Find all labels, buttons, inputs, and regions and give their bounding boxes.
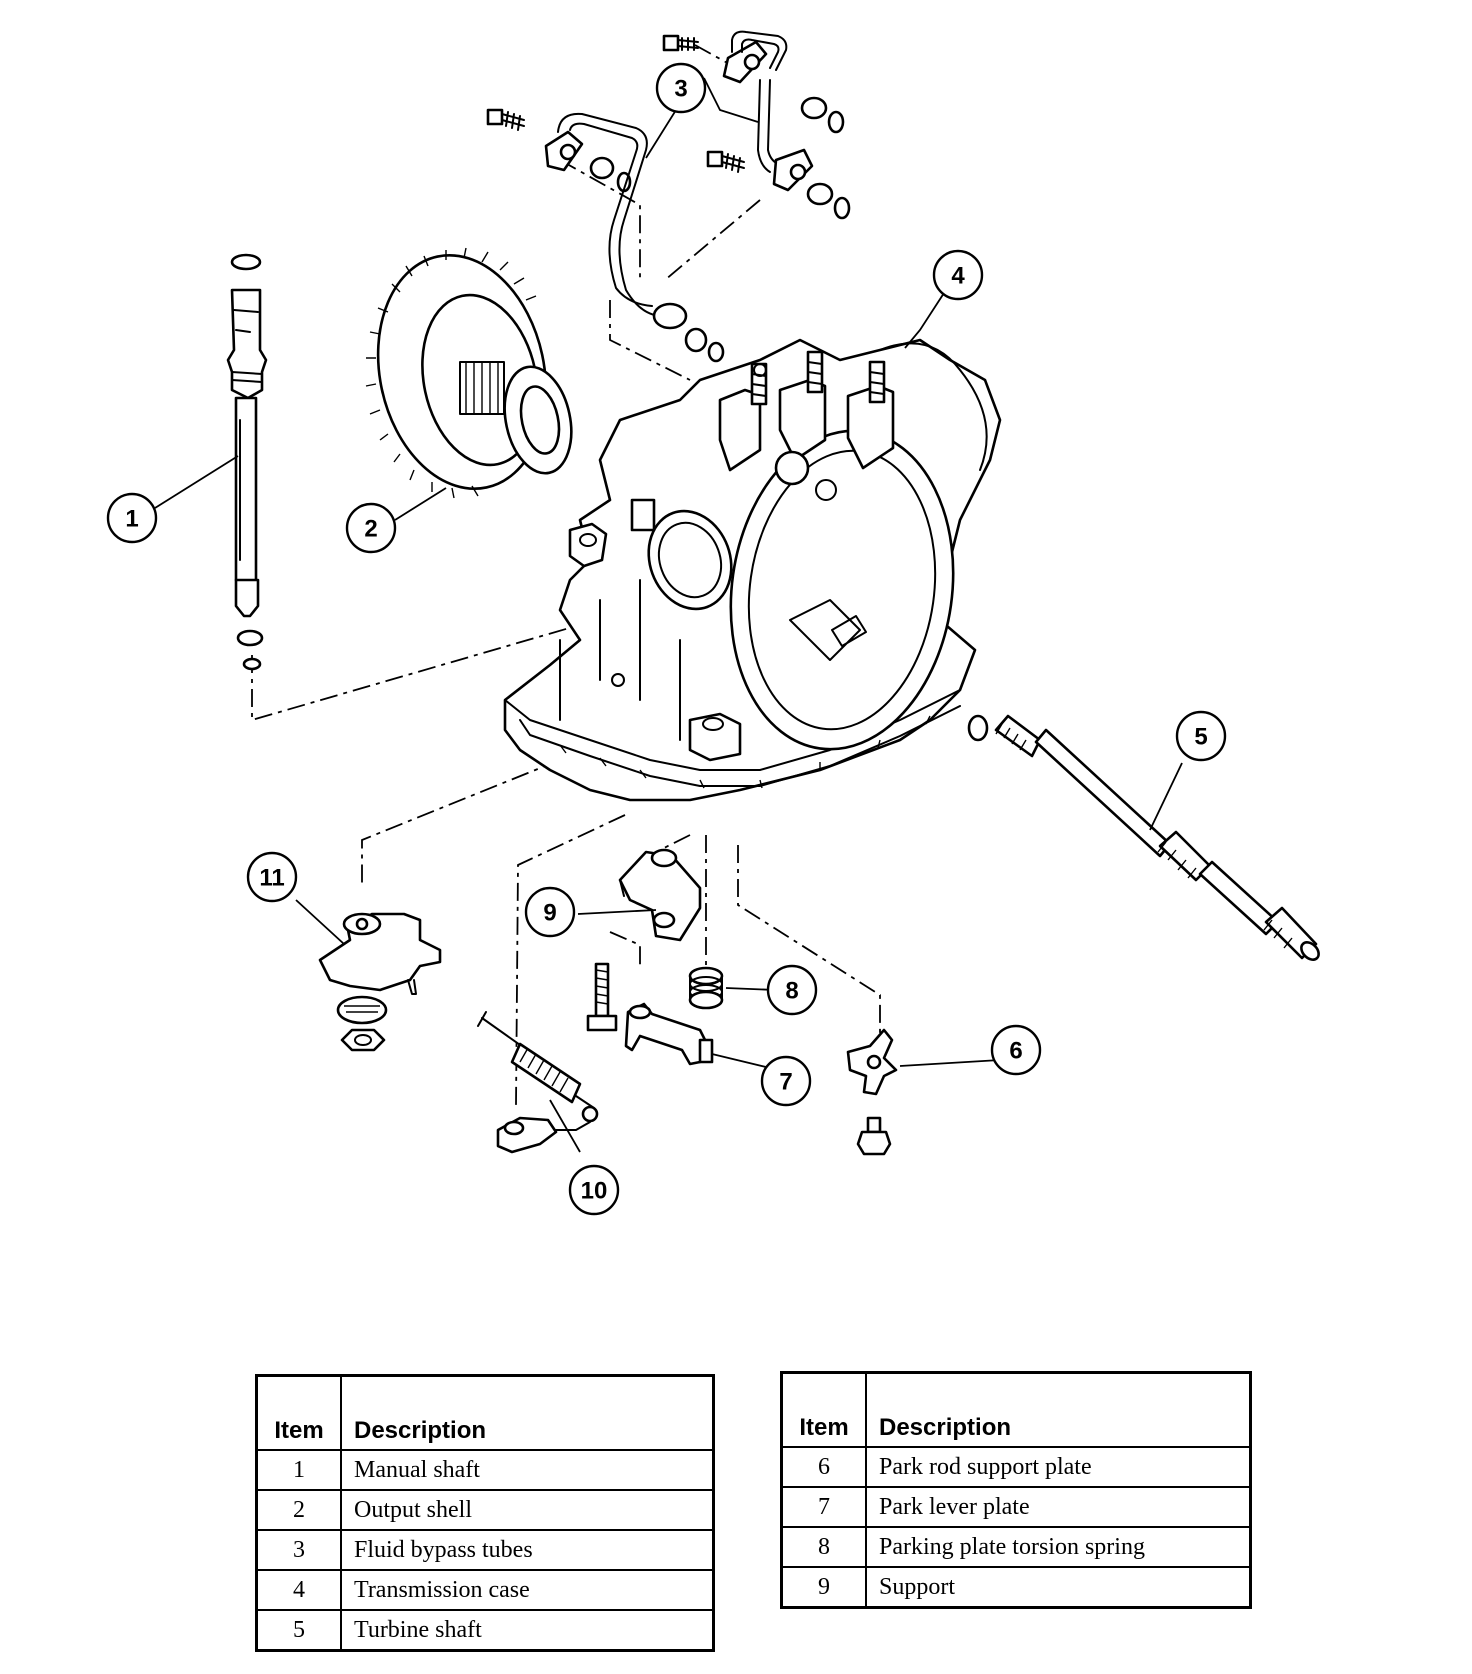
svg-text:6: 6 xyxy=(1009,1038,1022,1065)
table-row: 5 Turbine shaft xyxy=(255,1609,715,1652)
item-description: Park rod support plate xyxy=(865,1446,1252,1488)
transmission-case-part xyxy=(503,338,1002,802)
callout-7: 7 xyxy=(760,1055,812,1107)
table-row: 9 Support xyxy=(780,1566,1252,1609)
callout-6: 6 xyxy=(990,1024,1042,1076)
item-description: Parking plate torsion spring xyxy=(865,1526,1252,1568)
manual-shaft-part xyxy=(226,253,268,671)
callout-4: 4 xyxy=(932,249,984,301)
svg-text:10: 10 xyxy=(581,1178,608,1205)
assembly-lines xyxy=(251,44,881,1106)
leader-lines xyxy=(154,77,1183,1153)
item-column-header: Item xyxy=(255,1374,342,1451)
table-row: 7 Park lever plate xyxy=(780,1486,1252,1528)
callout-8: 8 xyxy=(766,964,818,1016)
callout-3: 3 xyxy=(655,62,707,114)
item-description: Output shell xyxy=(340,1489,715,1531)
item-column-header: Item xyxy=(780,1371,867,1448)
table-row: 6 Park rod support plate xyxy=(780,1446,1252,1488)
exploded-view-diagram: 1 2 3 4 5 6 7 8 xyxy=(106,30,1320,1216)
table-row: 2 Output shell xyxy=(255,1489,715,1531)
callout-10: 10 xyxy=(568,1164,620,1216)
torsion-spring-part xyxy=(688,966,724,1010)
legend-table-left: Item Description 1 Manual shaft 2 Output… xyxy=(255,1374,715,1652)
item-description: Manual shaft xyxy=(340,1449,715,1491)
item-description: Transmission case xyxy=(340,1569,715,1611)
callout-5: 5 xyxy=(1175,710,1227,762)
svg-text:1: 1 xyxy=(125,506,138,533)
svg-text:2: 2 xyxy=(364,516,377,543)
svg-text:3: 3 xyxy=(674,76,687,103)
item-description: Park lever plate xyxy=(865,1486,1252,1528)
svg-text:7: 7 xyxy=(779,1069,792,1096)
legend-table-right: Item Description 6 Park rod support plat… xyxy=(780,1371,1252,1609)
callouts: 1 2 3 4 5 6 7 8 xyxy=(106,62,1227,1216)
fluid-bypass-tubes-part xyxy=(486,30,851,363)
svg-text:4: 4 xyxy=(951,263,965,290)
item-description: Turbine shaft xyxy=(340,1609,715,1652)
description-column-header: Description xyxy=(340,1374,715,1451)
item-number: 5 xyxy=(255,1609,342,1652)
svg-text:5: 5 xyxy=(1194,724,1207,751)
svg-text:9: 9 xyxy=(543,900,556,927)
callout-2: 2 xyxy=(345,502,397,554)
park-lever-plate-part xyxy=(624,1002,714,1066)
output-shell-part xyxy=(365,247,573,499)
item-description: Support xyxy=(865,1566,1252,1609)
callout-1: 1 xyxy=(106,492,158,544)
park-rod-spring-part xyxy=(477,1011,599,1154)
table-row: 3 Fluid bypass tubes xyxy=(255,1529,715,1571)
table-row: 1 Manual shaft xyxy=(255,1449,715,1491)
item-number: 6 xyxy=(780,1446,867,1488)
description-column-header: Description xyxy=(865,1371,1252,1448)
item-number: 7 xyxy=(780,1486,867,1528)
turbine-shaft-part xyxy=(967,714,1320,961)
park-rod-support-plate-part xyxy=(846,1028,898,1156)
svg-text:11: 11 xyxy=(259,865,284,892)
item-number: 1 xyxy=(255,1449,342,1491)
item-number: 8 xyxy=(780,1526,867,1568)
callout-9: 9 xyxy=(524,886,576,938)
support-bolt-part xyxy=(586,962,618,1032)
item-number: 4 xyxy=(255,1569,342,1611)
table-row: 4 Transmission case xyxy=(255,1569,715,1611)
support-part xyxy=(618,848,702,942)
item-number: 9 xyxy=(780,1566,867,1609)
park-pawl-part xyxy=(318,912,442,1052)
legend-header-row: Item Description xyxy=(780,1371,1252,1448)
item-description: Fluid bypass tubes xyxy=(340,1529,715,1571)
legend-header-row: Item Description xyxy=(255,1374,715,1451)
svg-text:8: 8 xyxy=(785,978,798,1005)
item-number: 3 xyxy=(255,1529,342,1571)
table-row: 8 Parking plate torsion spring xyxy=(780,1526,1252,1568)
callout-11: 11 xyxy=(246,851,298,903)
item-number: 2 xyxy=(255,1489,342,1531)
